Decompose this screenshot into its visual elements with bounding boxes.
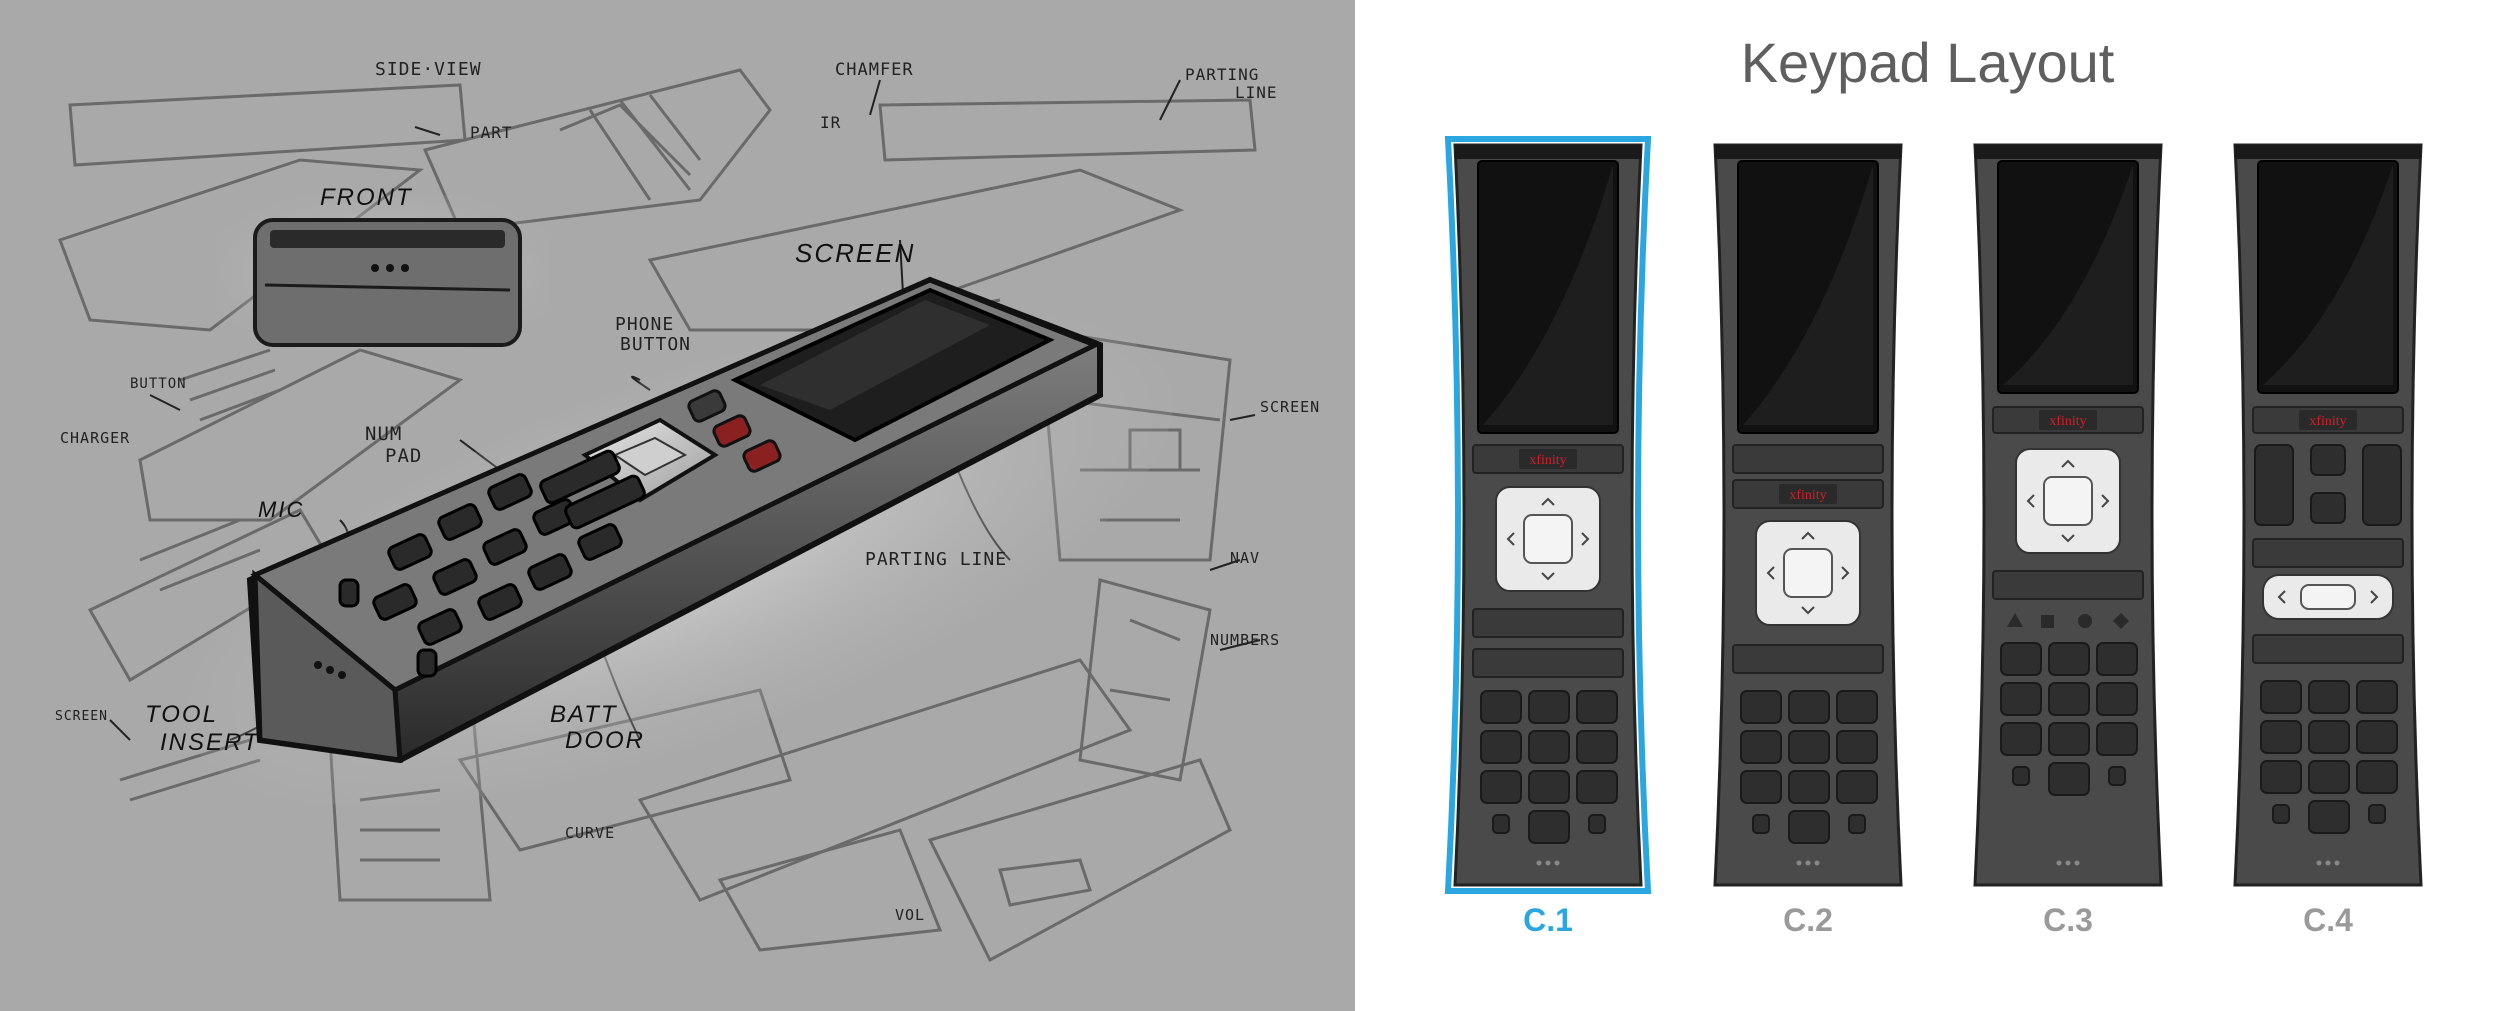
annotation-parting-line-top-2: LINE <box>1235 83 1278 102</box>
annotation-front: FRONT <box>320 184 413 211</box>
annotation-tool-insert-2: INSERT <box>160 729 260 756</box>
remote-option-c1[interactable]: xfinity <box>1443 135 1653 895</box>
annotation-numbers: NUMBERS <box>1210 631 1280 649</box>
keypad-layout-panel: Keypad Layout xfinity C.1 xfinity <box>1355 0 2500 1011</box>
annotation-charger: CHARGER <box>60 429 130 447</box>
option-label-c2[interactable]: C.2 <box>1783 902 1833 938</box>
remote-option-c4[interactable]: xfinity <box>2223 135 2433 895</box>
brand-label: xfinity <box>1789 488 1826 503</box>
annotation-nav: NAV <box>1230 549 1260 567</box>
annotation-phone-button-2: BUTTON <box>620 334 691 355</box>
brand-label: xfinity <box>2309 414 2346 429</box>
annotation-mic: MIC <box>258 497 304 522</box>
annotation-phone-button: PHONE <box>615 314 674 335</box>
remote-option-c3[interactable]: xfinity <box>1963 135 2173 895</box>
option-label-c4[interactable]: C.4 <box>2303 902 2353 938</box>
annotation-num-pad: NUM <box>365 423 402 445</box>
concept-sketch-panel: SIDE·VIEW CHAMFER PARTING LINE IR PART F… <box>0 0 1355 1011</box>
annotation-screen-left: SCREEN <box>55 709 108 724</box>
annotation-batt-door-2: DOOR <box>565 727 645 754</box>
annotation-screen-main: SCREEN <box>795 238 915 268</box>
remote-option-c2[interactable]: xfinity <box>1703 135 1913 895</box>
annotation-curve: CURVE <box>565 824 615 842</box>
annotation-tool-insert: TOOL <box>145 701 218 728</box>
hero-remote-sketch <box>187 276 1173 806</box>
annotation-partial: PART <box>470 123 513 142</box>
layout-title: Keypad Layout <box>1740 31 2115 94</box>
annotation-num-pad-2: PAD <box>385 445 422 467</box>
brand-label: xfinity <box>2049 414 2086 429</box>
front-view-callout <box>215 195 550 350</box>
option-label-c1[interactable]: C.1 <box>1523 902 1573 938</box>
sketch-annotations: SIDE·VIEW CHAMFER PARTING LINE IR PART F… <box>55 59 1320 924</box>
annotation-parting-line: PARTING LINE <box>865 549 1007 570</box>
concept-sketch: SIDE·VIEW CHAMFER PARTING LINE IR PART F… <box>55 59 1320 963</box>
brand-label: xfinity <box>1529 453 1566 468</box>
annotation-side-view: SIDE·VIEW <box>375 59 482 80</box>
annotation-batt-door: BATT <box>550 701 618 728</box>
annotation-vol: VOL <box>895 906 925 924</box>
annotation-parting-line-top: PARTING <box>1185 65 1259 84</box>
option-label-c3[interactable]: C.3 <box>2043 902 2093 938</box>
annotation-button: BUTTON <box>130 376 187 392</box>
annotation-ir: IR <box>820 113 841 132</box>
annotation-chamfer: CHAMFER <box>835 60 914 80</box>
annotation-screen-right: SCREEN <box>1260 398 1320 416</box>
